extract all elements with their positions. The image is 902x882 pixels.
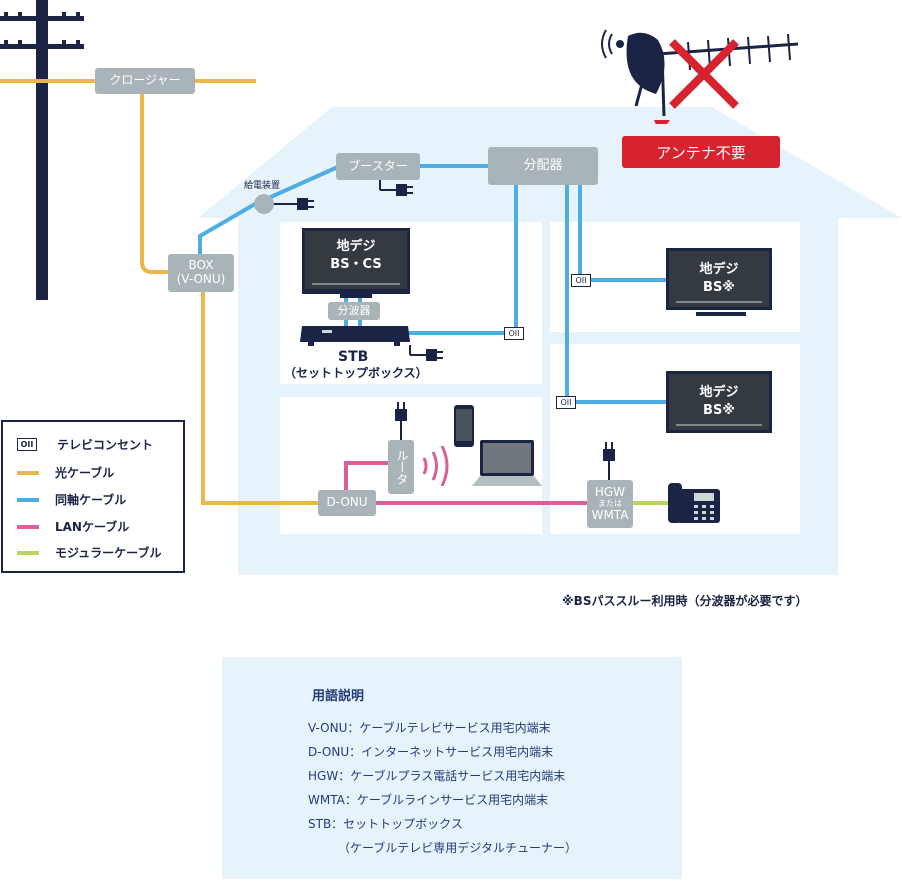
tv-right1-icon: [666, 248, 772, 316]
power-supply-device: [254, 194, 274, 214]
power-supply-label: 給電装置: [244, 181, 281, 191]
hgw-or-label: または: [598, 499, 622, 509]
coax-swatch: [17, 497, 39, 502]
glossary-line: HGW：ケーブルプラス電話サービス用宅内端末: [308, 769, 566, 783]
legend-row-outlet: OII テレビコンセント: [17, 436, 153, 453]
legend-label: テレビコンセント: [57, 438, 154, 452]
router-label: ルータ: [394, 449, 409, 485]
antenna-unneeded-label: アンテナ不要: [656, 143, 746, 162]
legend: OII テレビコンセント 光ケーブル 同軸ケーブル LANケーブル モジュラーケ…: [1, 420, 185, 573]
splitter-label: 分配器: [523, 157, 563, 173]
wifi-waves-icon: [422, 446, 449, 486]
demux-label: 分波器: [337, 303, 371, 317]
tv-right2-label: 地デジ BS※: [699, 385, 739, 418]
tv-outlet-icon: OII: [504, 327, 524, 340]
bs-footnote: ※BSパススルー利用時（分波器が必要です）: [562, 594, 808, 608]
splitter-box: 分配器: [488, 147, 598, 185]
legend-row-coax: 同軸ケーブル: [17, 491, 126, 508]
lan-swatch: [17, 524, 39, 529]
wmta-label: WMTA: [591, 507, 629, 522]
stb-sublabel: （セットトップボックス）: [284, 366, 428, 380]
glossary-line: WMTA：ケーブルラインサービス用宅内端末: [308, 793, 549, 807]
legend-row-modular: モジュラーケーブル: [17, 544, 161, 561]
glossary-line: STB：セットトップボックス: [308, 817, 463, 831]
hgw-wmta-box: HGW または WMTA: [587, 480, 633, 528]
glossary-line: V-ONU：ケーブルテレビサービス用宅内端末: [308, 721, 551, 735]
laptop-icon: [472, 440, 542, 486]
d-onu-box: D-ONU: [318, 490, 376, 516]
router-box: ルータ: [388, 440, 414, 494]
tv-right1-label: 地デジ BS※: [699, 262, 739, 295]
demux-box: 分波器: [328, 302, 380, 320]
booster-box: ブースター: [336, 153, 420, 180]
legend-label: 同軸ケーブル: [55, 493, 127, 507]
glossary-title: 用語説明: [312, 689, 365, 704]
closure-box: クロージャー: [95, 68, 195, 94]
legend-label: LANケーブル: [55, 520, 130, 534]
closure-label: クロージャー: [109, 73, 181, 88]
modular-swatch: [17, 550, 39, 555]
tv-right2-icon: [666, 371, 772, 433]
glossary-line: （ケーブルテレビ専用デジタルチューナー）: [338, 841, 578, 855]
legend-row-fiber: 光ケーブル: [17, 464, 114, 481]
legend-outlet-icon: OII: [17, 438, 37, 451]
telephone-icon: [668, 483, 720, 523]
smartphone-icon: [454, 405, 474, 447]
main-tv-label: 地デジ BS・CS: [330, 239, 382, 272]
legend-label: 光ケーブル: [55, 466, 115, 480]
v-onu-label: BOX (V-ONU): [176, 258, 226, 286]
v-onu-box: BOX (V-ONU): [168, 254, 234, 292]
hgw-label: HGW: [594, 484, 626, 499]
d-onu-label: D-ONU: [326, 495, 368, 510]
fiber-swatch: [17, 470, 39, 475]
antenna-unneeded-badge: アンテナ不要: [622, 136, 780, 168]
antenna-crossed-icon: [601, 29, 799, 124]
legend-label: モジュラーケーブル: [55, 546, 162, 560]
stb-label: STB: [338, 349, 369, 365]
glossary-line: D-ONU：インターネットサービス用宅内端末: [308, 745, 554, 759]
tv-outlet-icon: OII: [556, 396, 576, 409]
stb-device-icon: [300, 326, 410, 346]
legend-row-lan: LANケーブル: [17, 518, 129, 535]
tv-outlet-icon: OII: [571, 274, 591, 287]
booster-label: ブースター: [348, 158, 408, 173]
main-tv-icon: [302, 228, 410, 298]
glossary-panel: 用語説明 V-ONU：ケーブルテレビサービス用宅内端末 D-ONU：インターネッ…: [222, 657, 682, 879]
utility-pole-icon: [0, 0, 84, 300]
